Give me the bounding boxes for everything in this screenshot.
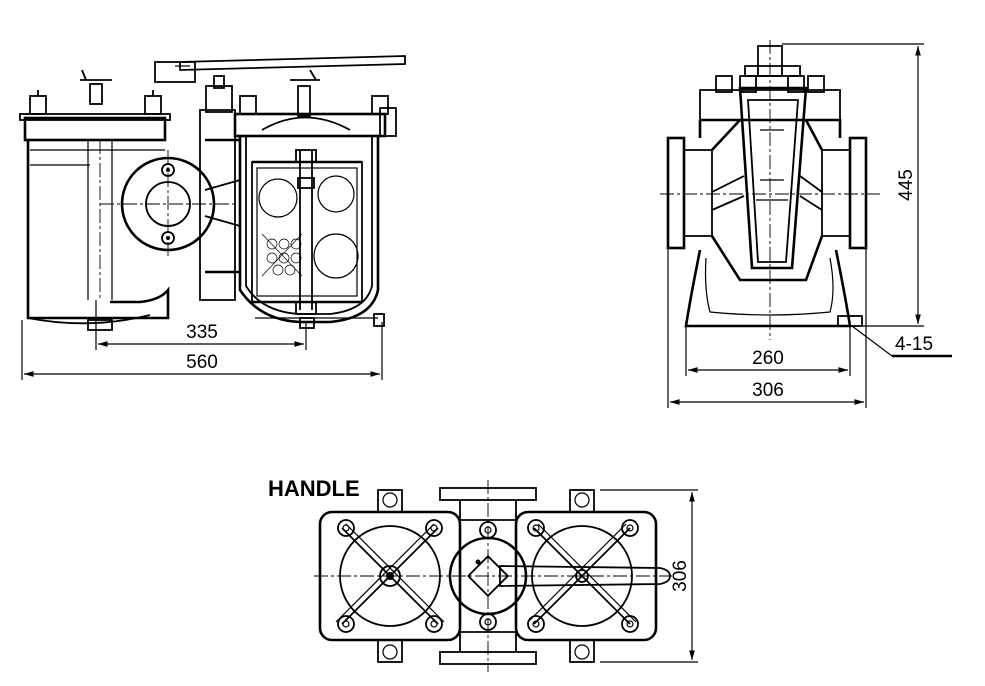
handle-lever bbox=[154, 55, 406, 83]
mesh-rings bbox=[261, 233, 303, 277]
dim-306-top: 306 bbox=[670, 560, 691, 592]
dim-335: 335 bbox=[186, 322, 218, 343]
dim-260: 260 bbox=[752, 348, 784, 369]
filter-basket bbox=[251, 149, 363, 315]
front-view: 335 560 bbox=[19, 55, 406, 380]
front-dimension-lines bbox=[21, 300, 383, 380]
left-housing bbox=[19, 69, 171, 331]
dim-306-side: 306 bbox=[752, 380, 784, 401]
handle-label: HANDLE bbox=[268, 476, 360, 501]
bolt-hole-callout: 4-15 bbox=[895, 334, 933, 355]
top-view: HANDLE bbox=[268, 476, 698, 672]
dim-560: 560 bbox=[186, 352, 218, 373]
top-dimension-lines bbox=[600, 489, 698, 663]
side-body bbox=[660, 40, 880, 340]
dim-445: 445 bbox=[896, 169, 917, 201]
switch-body bbox=[199, 75, 241, 301]
right-chamber-section bbox=[233, 69, 397, 329]
side-dimension-lines bbox=[667, 43, 952, 408]
inlet-flange bbox=[100, 150, 235, 258]
side-view: 445 260 306 4-15 bbox=[660, 40, 952, 408]
